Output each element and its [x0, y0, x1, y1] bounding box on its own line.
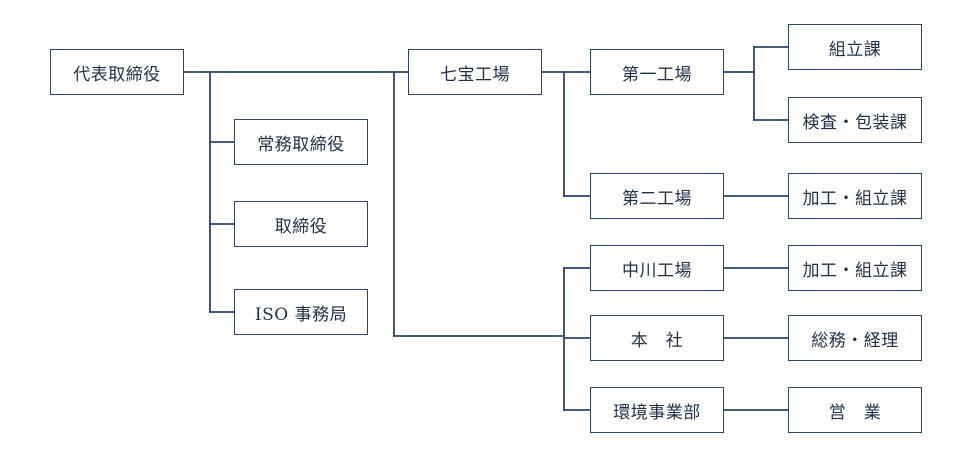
node-factory-2: 第二工場	[590, 173, 724, 219]
node-environment-division: 環境事業部	[590, 387, 724, 433]
node-factory-2-processing-assembly: 加工・組立課	[788, 173, 922, 219]
node-general-affairs-accounting: 総務・経理	[788, 315, 922, 361]
node-sales: 営 業	[788, 387, 922, 433]
node-nakagawa-processing-assembly: 加工・組立課	[788, 245, 922, 291]
node-managing-director: 常務取締役	[234, 119, 368, 165]
node-shippo-factory: 七宝工場	[408, 49, 542, 95]
node-factory-1: 第一工場	[590, 49, 724, 95]
node-head-office: 本 社	[590, 315, 724, 361]
node-inspection-packaging-section: 検査・包装課	[788, 97, 922, 143]
node-iso-office: ISO 事務局	[234, 289, 368, 335]
node-assembly-section: 組立課	[788, 24, 922, 70]
node-ceo: 代表取締役	[50, 49, 184, 95]
node-nakagawa-factory: 中川工場	[590, 245, 724, 291]
node-director: 取締役	[234, 201, 368, 247]
